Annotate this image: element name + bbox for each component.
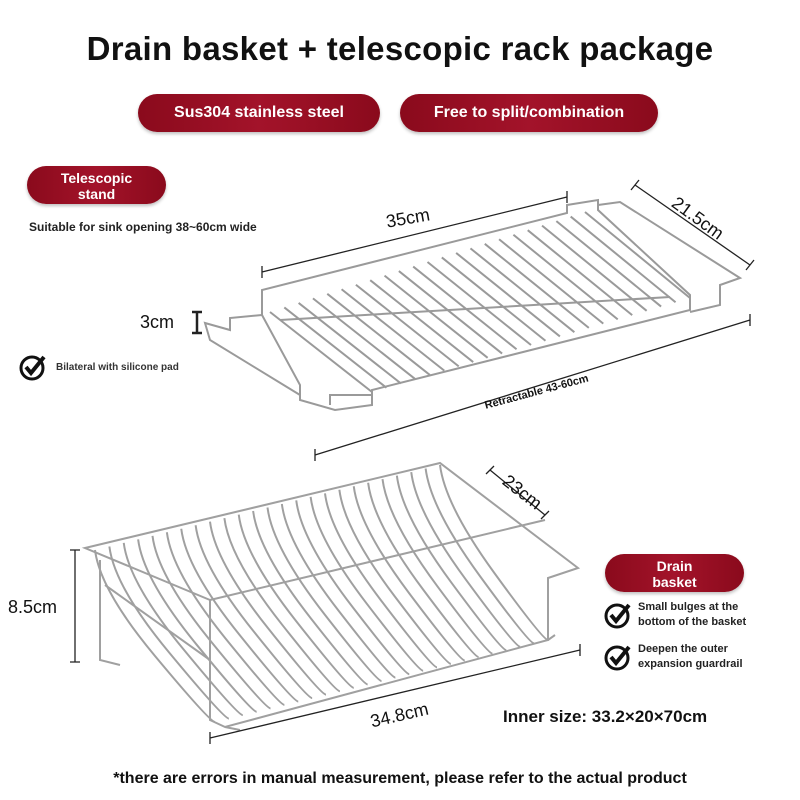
basket-rail (104, 519, 546, 661)
rack-bar (584, 211, 691, 299)
dim-8-5cm: 8.5cm (8, 597, 58, 617)
basket-wire (151, 535, 271, 710)
drain-basket-label-line2: basket (652, 574, 697, 590)
rack-bar (555, 220, 662, 308)
basket-wire (237, 514, 355, 689)
rack-bar (441, 256, 547, 342)
rack-bar (469, 247, 575, 333)
basket-wire (194, 525, 313, 700)
rack-bar (312, 297, 416, 380)
dim-line-retractable (314, 314, 751, 461)
basket-wire (180, 528, 299, 703)
basket-wire (209, 521, 327, 696)
dim-3cm: 3cm (140, 312, 175, 332)
feature-guardrail: Deepen the outer expansion guardrail (603, 642, 743, 672)
basket-wire (122, 542, 244, 717)
inner-size: Inner size: 33.2×20×70cm (503, 707, 708, 726)
dim-line-3cm (192, 310, 202, 335)
feature-line: bottom of the basket (638, 616, 747, 628)
basket-wire (137, 539, 258, 713)
basket-wire (309, 496, 424, 672)
basket-wire (338, 489, 452, 665)
feature-line: expansion guardrail (638, 658, 743, 670)
footnote: *there are errors in manual measurement,… (113, 770, 687, 787)
basket-wire (295, 500, 410, 676)
rack-bar (498, 238, 604, 325)
telescopic-stand-label-line1: Telescopic (60, 170, 133, 186)
basket-wire (324, 493, 438, 669)
feature-bulges: Small bulges at the bottom of the basket (603, 600, 746, 630)
basket-wire (266, 507, 382, 682)
rack-bar (398, 270, 503, 355)
rack-extension-left (203, 314, 301, 396)
basket-wire (424, 468, 535, 645)
telescopic-stand-label: Telescopic stand (27, 166, 166, 204)
check-circle-icon (604, 645, 631, 671)
basket-rim (81, 461, 581, 729)
feature-line: Deepen the outer (638, 643, 728, 655)
drain-basket-label-line1: Drain (656, 558, 693, 574)
rack-frame (261, 198, 691, 412)
page-title: Drain basket + telescopic rack package (86, 30, 714, 67)
rack-rail (279, 296, 671, 405)
dimension-lines (70, 179, 755, 744)
material-badge: Sus304 stainless steel (138, 94, 380, 132)
dim-line-23cm (485, 465, 550, 520)
drain-basket-drawing (81, 461, 581, 731)
rack-bar (512, 233, 619, 321)
feature-text: Bilateral with silicone pad (56, 361, 179, 373)
check-circle-icon (604, 603, 631, 629)
basket-wire (165, 532, 285, 706)
basket-wire (223, 518, 341, 693)
dim-line-34cm (209, 644, 581, 744)
basket-wire (352, 486, 466, 662)
rack-bar (355, 283, 460, 368)
basket-wire (280, 503, 396, 679)
rack-bar (340, 288, 445, 372)
rack-bar (541, 224, 648, 312)
feature-silicone-pad: Bilateral with silicone pad (18, 352, 179, 382)
rack-bar (383, 274, 489, 359)
telescopic-rack-drawing (203, 198, 743, 412)
combination-badge: Free to split/combination (400, 94, 658, 132)
rack-bar (283, 306, 388, 389)
basket-wire (395, 475, 507, 652)
rack-bar (369, 279, 474, 363)
basket-wire (252, 510, 369, 686)
rack-bar (570, 215, 677, 304)
feature-line: Small bulges at the (638, 601, 739, 613)
rack-bar (412, 265, 518, 351)
rack-bar (269, 311, 373, 393)
rack-bar (455, 252, 561, 338)
basket-legs (99, 560, 556, 731)
rack-extension-right (597, 200, 743, 313)
basket-wire (381, 479, 493, 655)
sink-opening-text: Suitable for sink opening 38~60cm wide (29, 220, 257, 234)
dim-line-35cm (261, 191, 568, 278)
basket-wire (94, 549, 216, 723)
basket-wire (410, 471, 521, 648)
rack-bar (326, 293, 431, 376)
check-circle-icon (19, 355, 46, 381)
rack-bar (426, 261, 532, 346)
drain-basket-label: Drain basket (605, 554, 744, 592)
rack-bar (298, 302, 402, 385)
basket-wire (108, 546, 230, 720)
rack-bar (527, 229, 633, 316)
dim-line-8cm (70, 549, 80, 663)
basket-wire (367, 482, 480, 659)
dim-line-21cm (630, 179, 755, 271)
telescopic-stand-label-line2: stand (77, 186, 116, 202)
rack-bar (484, 243, 590, 329)
basket-wire (439, 464, 549, 641)
